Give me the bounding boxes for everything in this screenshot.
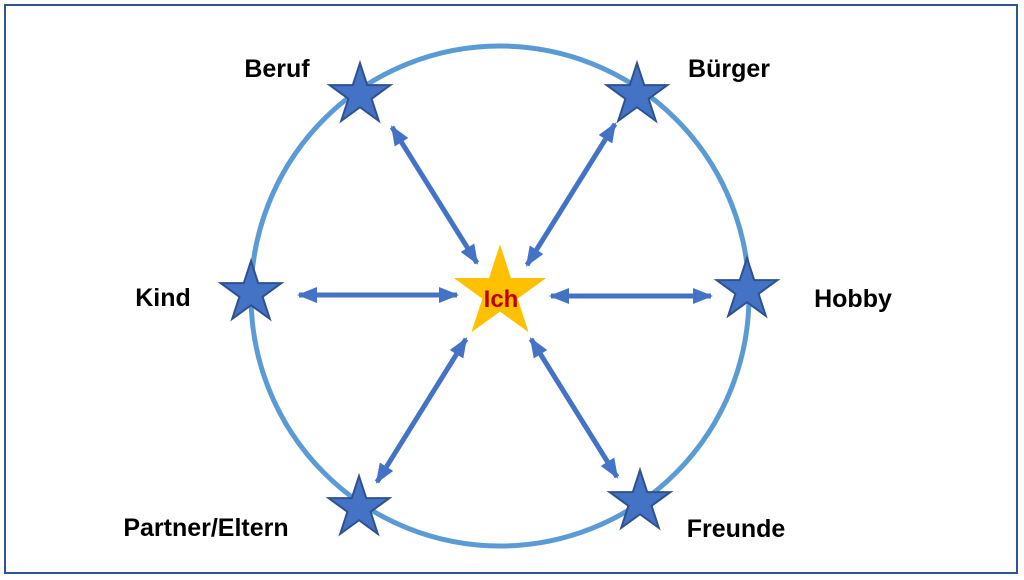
center-star-icon	[453, 244, 547, 333]
star-icon-hobby	[713, 254, 781, 319]
label-kind: Kind	[135, 284, 191, 312]
star-icon-partner	[325, 472, 393, 537]
center-label: Ich	[484, 286, 519, 313]
star-icon-kind	[217, 257, 285, 322]
label-freunde: Freunde	[687, 515, 786, 543]
star-icon-beruf	[326, 59, 394, 124]
arrows	[297, 122, 713, 484]
arrow-buerger	[524, 122, 618, 267]
star-icon-freunde	[606, 466, 674, 531]
arrow-partner	[374, 337, 469, 484]
arrow-freunde	[528, 337, 620, 479]
label-hobby: Hobby	[814, 285, 892, 313]
outer-stars	[217, 59, 781, 537]
label-partner: Partner/Eltern	[123, 514, 288, 542]
label-beruf: Beruf	[244, 55, 310, 83]
star-icon-buerger	[603, 59, 671, 124]
label-buerger: Bürger	[688, 55, 770, 83]
arrow-beruf	[389, 125, 480, 265]
